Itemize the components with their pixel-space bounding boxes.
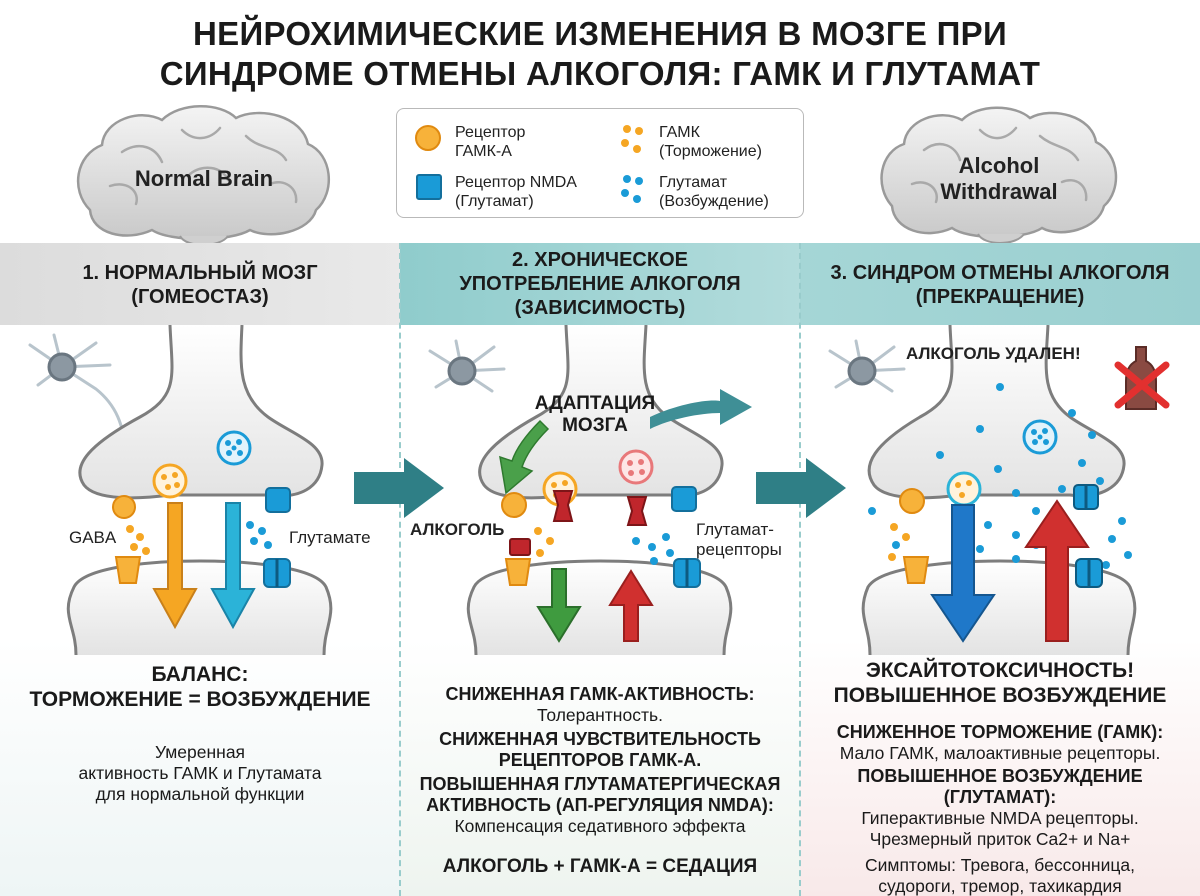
divider-1 — [399, 243, 401, 896]
adaptation-arrow — [650, 389, 752, 429]
adaptation-down-arrow — [499, 419, 550, 495]
legend: Рецептор ГАМК-А Рецептор NMDA (Глутамат)… — [396, 108, 804, 218]
panel-3-status: ЭКСАЙТОТОКСИЧНОСТЬ! ПОВЫШЕННОЕ ВОЗБУЖДЕН… — [833, 659, 1167, 707]
panel-1-header: 1. НОРМАЛЬНЫЙ МОЗГ (ГОМЕОСТАЗ) — [0, 243, 400, 325]
arrow-right-icon — [756, 458, 846, 518]
divider-2 — [799, 243, 801, 896]
normal-brain-label: Normal Brain — [134, 166, 274, 191]
alcohol-label: АЛКОГОЛЬ — [410, 520, 505, 539]
neuron-icon — [28, 333, 128, 457]
synapse-chronic — [428, 325, 752, 655]
adaptation-label: АДАПТАЦИЯ МОЗГА — [534, 393, 656, 436]
withdrawal-brain: Alcohol Withdrawal — [874, 100, 1124, 250]
alcohol-molecule — [552, 490, 574, 522]
gaba-receptor-icon — [415, 125, 441, 151]
cross-icon — [1114, 361, 1170, 409]
glutamate-label: Глутамате — [289, 528, 371, 547]
panel-1-status: БАЛАНС: ТОРМОЖЕНИЕ = ВОЗБУЖДЕНИЕ — [29, 663, 371, 711]
inhibition-decrease-arrow — [930, 504, 996, 643]
alcohol-molecule — [626, 496, 648, 526]
panel-2-description: СНИЖЕННАЯ ГАМК-АКТИВНОСТЬ: Толерантность… — [419, 684, 781, 836]
gaba-label: GABA — [69, 528, 117, 547]
withdrawal-brain-label: Alcohol Withdrawal — [940, 153, 1058, 204]
gaba-molecule-icon — [621, 125, 643, 153]
glutamate-molecule-icon — [621, 175, 643, 203]
panel-3-header: 3. СИНДРОМ ОТМЕНЫ АЛКОГОЛЯ (ПРЕКРАЩЕНИЕ) — [800, 243, 1200, 325]
arrow-right-icon — [354, 458, 444, 518]
glutamate-vesicle — [216, 430, 252, 466]
sedation-formula: АЛКОГОЛЬ + ГАМК-А = СЕДАЦИЯ — [442, 856, 758, 877]
synapse-normal — [28, 325, 333, 655]
excitation-increase-arrow — [1024, 499, 1090, 642]
alcohol-molecule — [509, 538, 531, 556]
gaba-receptor-pre — [112, 495, 136, 519]
title-line-1: НЕЙРОХИМИЧЕСКИЕ ИЗМЕНЕНИЯ В МОЗГЕ ПРИ — [193, 15, 1007, 52]
gaba-decrease-arrow — [536, 568, 582, 643]
legend-gaba-receptor: Рецептор ГАМК-А — [455, 124, 526, 160]
normal-brain: Normal Brain — [70, 100, 338, 250]
gaba-receptor-post — [114, 556, 142, 584]
glutamate-flow-arrow — [210, 502, 256, 630]
panel-3-description: СНИЖЕННОЕ ТОРМОЖЕНИЕ (ГАМК): Мало ГАМК, … — [836, 722, 1164, 896]
gaba-flow-arrow — [152, 502, 198, 630]
synapse-withdrawal — [828, 325, 1170, 655]
brain-icon — [76, 105, 330, 246]
alcohol-removed-label: АЛКОГОЛЬ УДАЛЕН! — [906, 344, 1081, 363]
glutamate-receptors-label: Глутамат- рецепторы — [696, 520, 782, 559]
legend-nmda-receptor: Рецептор NMDA (Глутамат) — [455, 174, 577, 210]
diagram-title: НЕЙРОХИМИЧЕСКИЕ ИЗМЕНЕНИЯ В МОЗГЕ ПРИ СИ… — [0, 14, 1200, 94]
panel-1-description: Умеренная активность ГАМК и Глутамата дл… — [78, 742, 322, 804]
title-line-2: СИНДРОМЕ ОТМЕНЫ АЛКОГОЛЯ: ГАМК И ГЛУТАМА… — [159, 55, 1041, 92]
legend-gaba: ГАМК (Торможение) — [659, 124, 762, 160]
gaba-vesicle — [152, 463, 188, 499]
neuron-icon — [428, 339, 506, 393]
panel-2-header: 2. ХРОНИЧЕСКОЕ УПОТРЕБЛЕНИЕ АЛКОГОЛЯ (ЗА… — [400, 243, 800, 325]
glutamate-increase-arrow — [608, 569, 654, 642]
nmda-receptor-pre — [265, 487, 291, 513]
neuron-icon — [828, 339, 906, 393]
nmda-receptor-icon — [416, 174, 442, 200]
legend-glutamate: Глутамат (Возбуждение) — [659, 174, 769, 210]
